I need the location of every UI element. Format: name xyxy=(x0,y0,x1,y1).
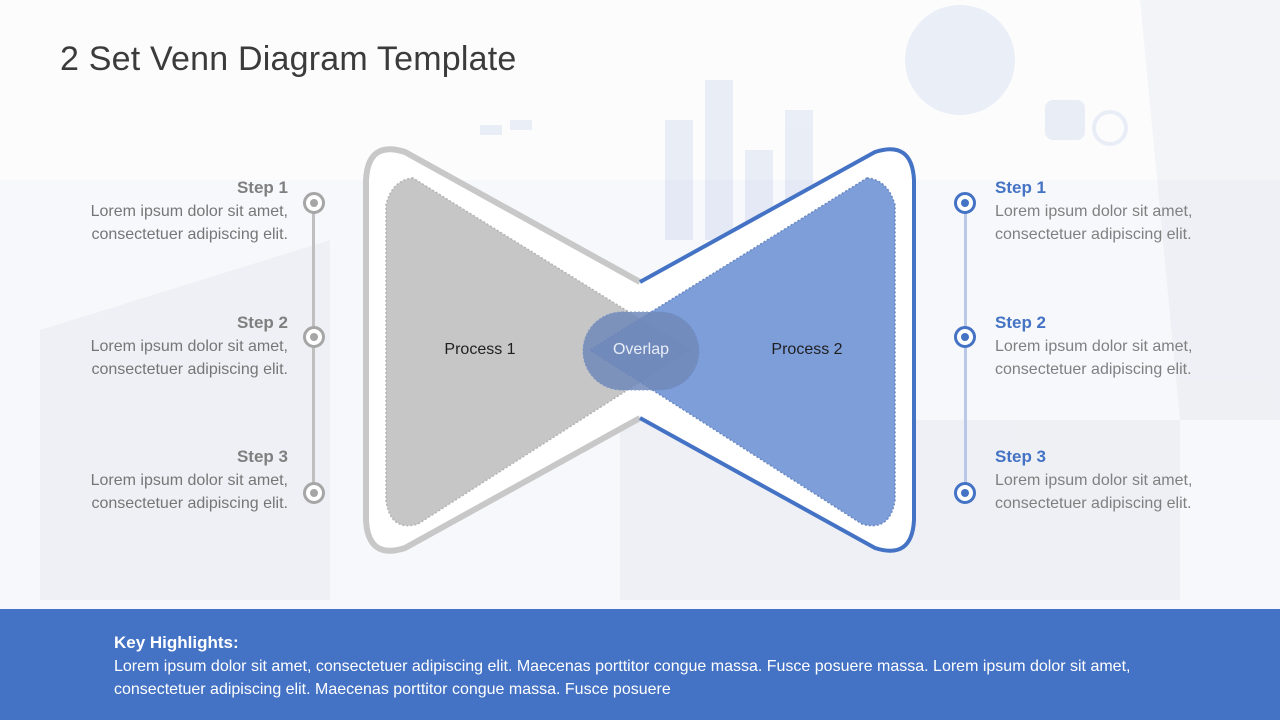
right-step-1-title: Step 1 xyxy=(995,178,1047,197)
left-step-1-text: Lorem ipsum dolor sit amet, consectetuer… xyxy=(90,203,288,243)
right-step-2: Step 2 Lorem ipsum dolor sit amet, conse… xyxy=(995,311,1215,381)
left-step-2-title: Step 2 xyxy=(236,313,288,332)
right-step-2-text: Lorem ipsum dolor sit amet, consectetuer… xyxy=(995,338,1193,378)
overlap-region xyxy=(582,311,700,391)
left-process-shape xyxy=(385,177,692,527)
right-step-3-title: Step 3 xyxy=(995,447,1047,466)
footer-title: Key Highlights: xyxy=(114,633,239,652)
left-step-3-text: Lorem ipsum dolor sit amet, consectetuer… xyxy=(90,472,288,512)
page-title: 2 Set Venn Diagram Template xyxy=(60,40,517,78)
left-step-2-node xyxy=(303,326,325,348)
left-step-3-title: Step 3 xyxy=(236,447,288,466)
left-step-3: Step 3 Lorem ipsum dolor sit amet, conse… xyxy=(68,445,288,515)
overlap-label: Overlap xyxy=(612,341,670,358)
right-process-label: Process 2 xyxy=(771,341,843,358)
footer-text: Lorem ipsum dolor sit amet, consectetuer… xyxy=(114,658,1131,698)
right-process-shape xyxy=(588,177,896,527)
right-step-2-title: Step 2 xyxy=(995,313,1047,332)
left-process-label: Process 1 xyxy=(444,341,516,358)
left-step-2-text: Lorem ipsum dolor sit amet, consectetuer… xyxy=(90,338,288,378)
right-step-1-node xyxy=(954,192,976,214)
left-step-3-node xyxy=(303,482,325,504)
right-step-3-text: Lorem ipsum dolor sit amet, consectetuer… xyxy=(995,472,1193,512)
right-step-1-text: Lorem ipsum dolor sit amet, consectetuer… xyxy=(995,203,1193,243)
key-highlights-footer: Key Highlights: Lorem ipsum dolor sit am… xyxy=(0,609,1280,720)
right-step-3: Step 3 Lorem ipsum dolor sit amet, conse… xyxy=(995,445,1215,515)
left-step-1-title: Step 1 xyxy=(236,178,288,197)
left-step-1: Step 1 Lorem ipsum dolor sit amet, conse… xyxy=(68,176,288,246)
left-step-2: Step 2 Lorem ipsum dolor sit amet, conse… xyxy=(68,311,288,381)
right-step-1: Step 1 Lorem ipsum dolor sit amet, conse… xyxy=(995,176,1215,246)
right-step-3-node xyxy=(954,482,976,504)
left-step-1-node xyxy=(303,192,325,214)
right-step-2-node xyxy=(954,326,976,348)
